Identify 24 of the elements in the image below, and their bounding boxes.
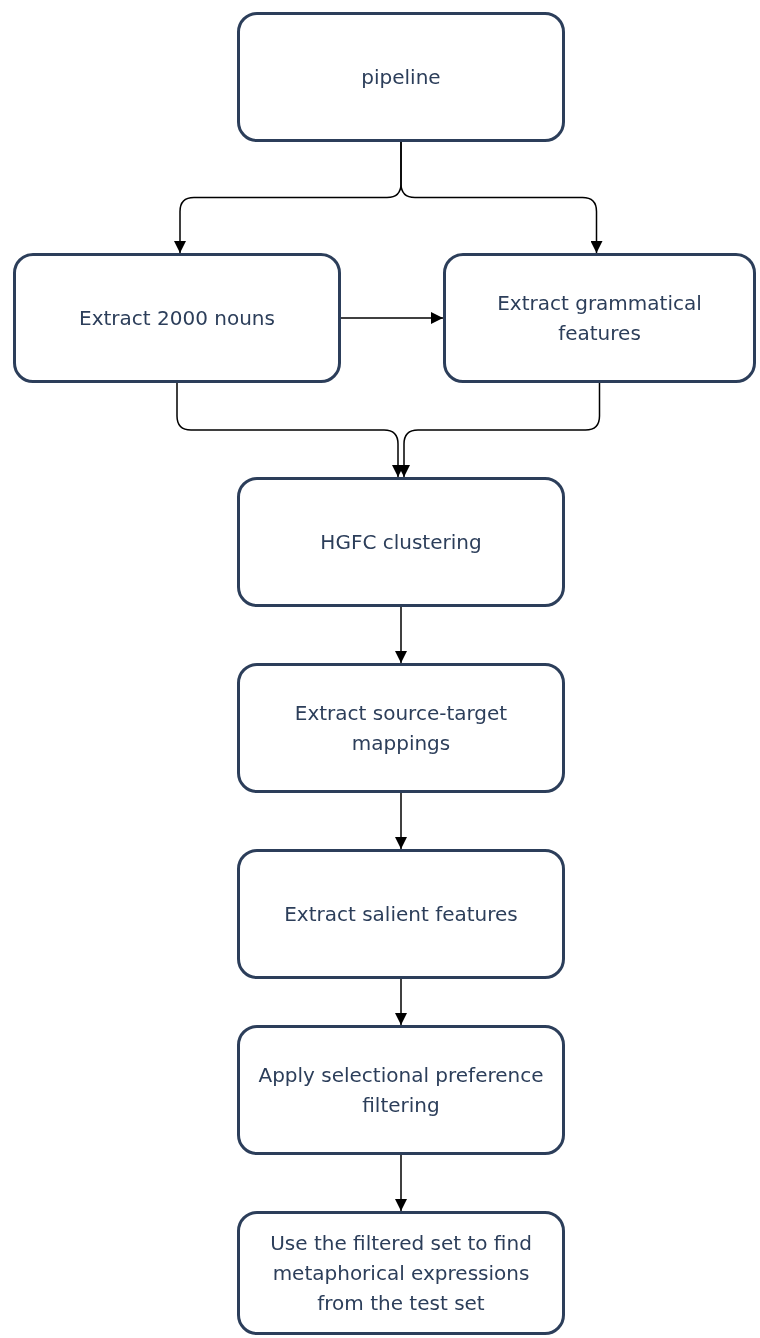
arrow xyxy=(176,382,404,478)
process-box xyxy=(443,253,756,383)
arrow xyxy=(395,978,407,1026)
arrow xyxy=(398,382,601,478)
step-text: Extract source-target mappings xyxy=(293,700,509,757)
process-box xyxy=(237,1025,565,1155)
arrow xyxy=(340,312,444,324)
step-text: Apply selectional preference filtering xyxy=(257,1062,545,1119)
process-box xyxy=(237,12,565,142)
arrow xyxy=(395,606,407,664)
step-text: Extract grammatical features xyxy=(496,290,703,347)
step-text: pipeline xyxy=(361,64,441,91)
step-text: HGFC clustering xyxy=(320,529,482,556)
step-text: Use the filtered set to find metaphorical expressions from the test set xyxy=(269,1230,533,1317)
process-box xyxy=(237,477,565,607)
step-text: Extract 2000 nouns xyxy=(79,305,275,332)
arrow xyxy=(395,1154,407,1212)
step-text: Extract salient features xyxy=(284,901,518,928)
process-box xyxy=(13,253,341,383)
process-box xyxy=(237,1211,565,1335)
arrow xyxy=(400,141,603,254)
process-box xyxy=(237,663,565,793)
process-box xyxy=(237,849,565,979)
arrow xyxy=(395,792,407,850)
